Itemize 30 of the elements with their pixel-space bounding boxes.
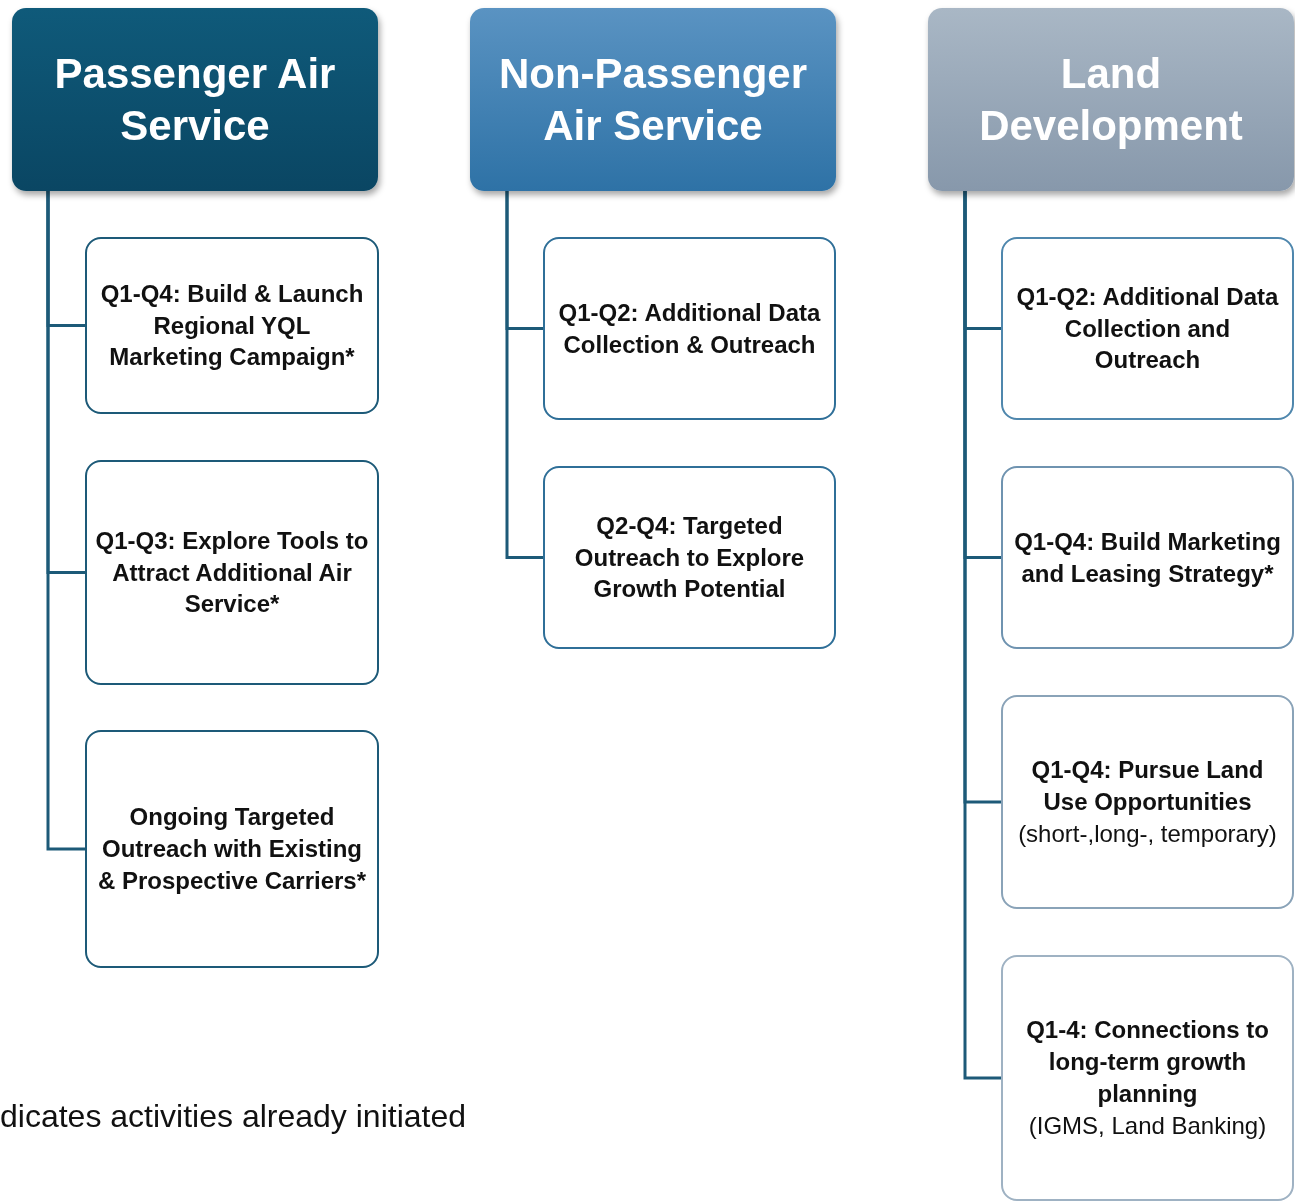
header-title: Passenger Air Service	[53, 49, 337, 151]
activity-text: Q1-Q2: Additional Data Collection and Outreach	[1015, 281, 1280, 376]
activity-box	[85, 730, 379, 968]
category-header	[928, 8, 1294, 191]
activity-text: Q1-Q4: Build & Launch Regional YQL Marketing Campaign*	[99, 278, 365, 373]
activity-box	[1001, 466, 1294, 649]
connector-line	[963, 191, 1001, 1080]
header-title: Non-Passenger Air Service	[497, 49, 809, 151]
activity-box	[1001, 695, 1294, 909]
category-header	[470, 8, 836, 191]
activity-text: Q1-Q4: Pursue Land Use Opportunities	[1030, 755, 1265, 818]
activity-box	[85, 460, 379, 685]
footnote-text: dicates activities already initiated	[0, 1098, 466, 1135]
category-header	[12, 8, 378, 191]
activity-box	[1001, 955, 1294, 1201]
activity-text: Q1-Q4: Build Marketing and Leasing Strategy*	[1013, 526, 1282, 589]
activity-text: Q1-4: Connections to long-term growth planning	[1025, 1015, 1270, 1109]
connector-line	[46, 191, 85, 851]
header-title: Land Development	[978, 49, 1244, 151]
activity-note: (IGMS, Land Banking)	[1028, 1110, 1267, 1141]
activity-text: Q2-Q4: Targeted Outreach to Explore Growth Potential	[573, 510, 806, 605]
activity-text: Q1-Q3: Explore Tools to Attract Additional Air Service*	[95, 525, 369, 620]
activity-text: Ongoing Targeted Outreach with Existing & Prospective Carriers*	[96, 802, 368, 896]
activity-box	[85, 237, 379, 414]
connector-line	[505, 191, 543, 559]
activity-note: (short-,long-, temporary)	[1018, 818, 1277, 849]
activity-box	[1001, 237, 1294, 420]
activity-box	[543, 466, 836, 649]
activity-box	[543, 237, 836, 420]
activity-text: Q1-Q2: Additional Data Collection & Outreach	[557, 297, 822, 360]
